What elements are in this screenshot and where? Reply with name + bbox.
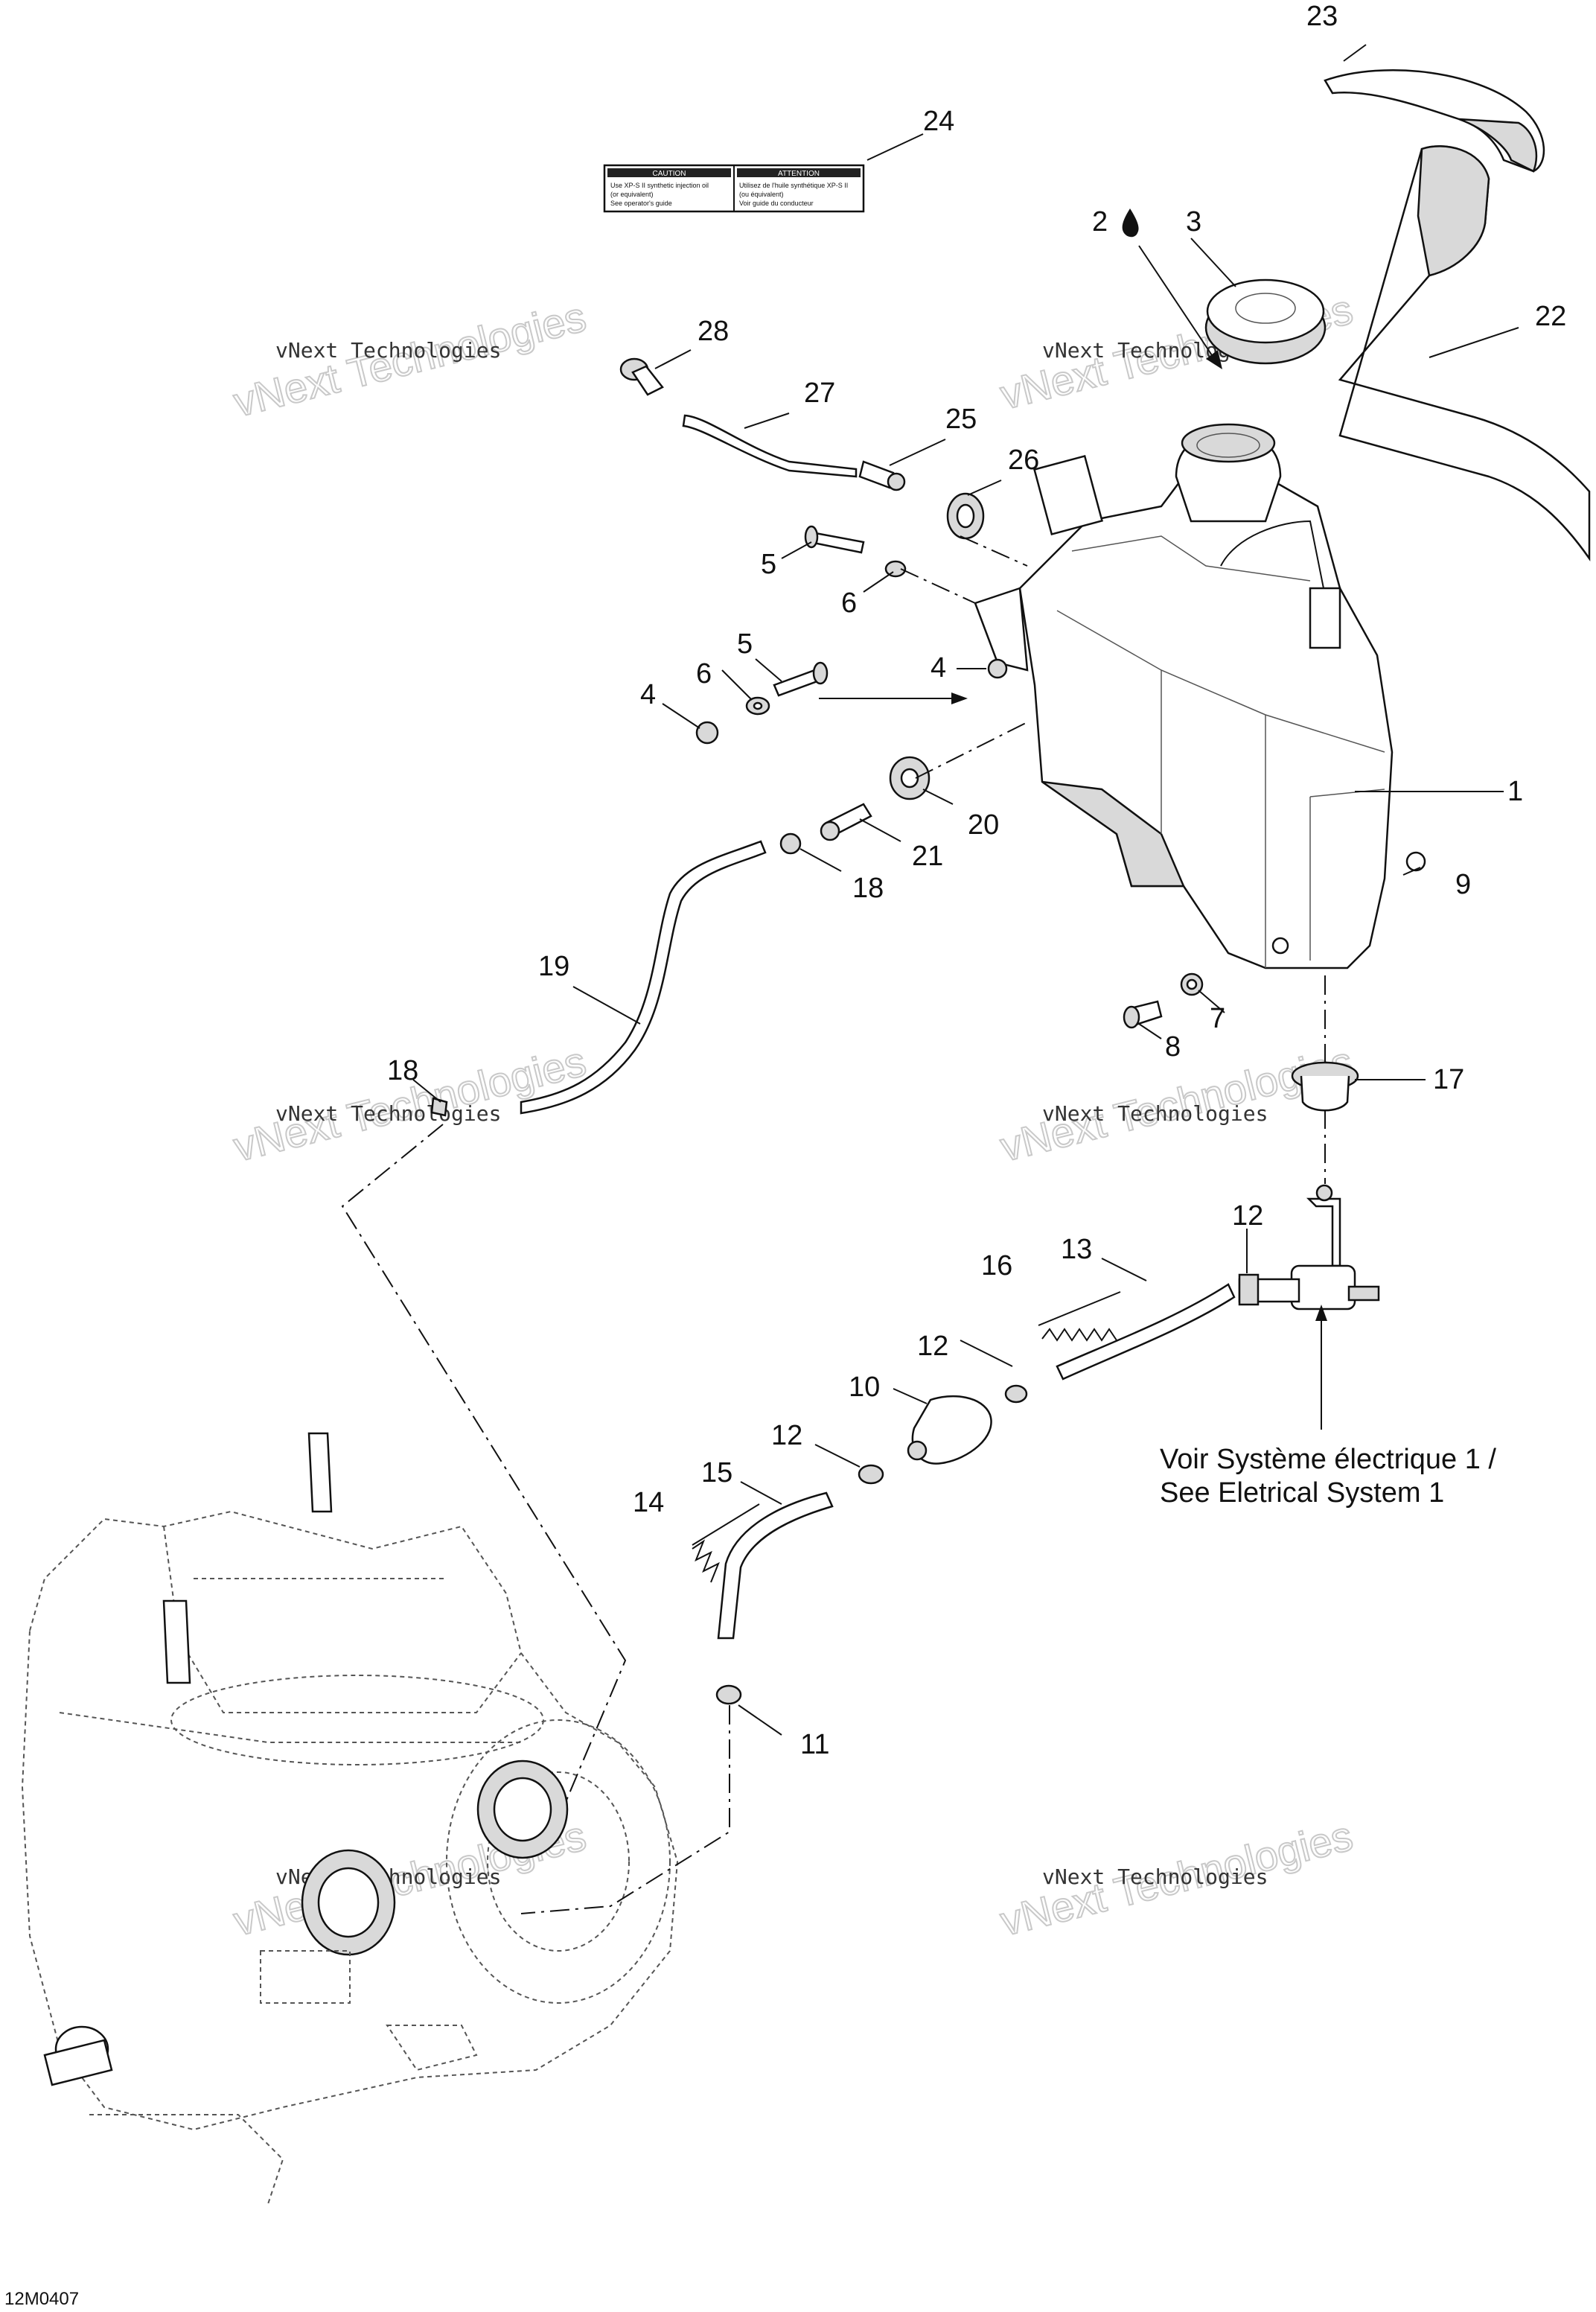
part-4-nut-lower — [695, 721, 719, 745]
watermark-text: vNext Technologies — [275, 1101, 501, 1126]
part-5-bolt-lower — [773, 661, 829, 697]
label-16: 16 — [981, 1250, 1012, 1281]
part-4-nut-upper — [987, 658, 1008, 679]
label-12-right: 12 — [1232, 1200, 1263, 1232]
part-15-hose — [717, 1491, 834, 1640]
part-26-grommet — [946, 492, 985, 540]
label-24: 24 — [923, 106, 954, 137]
label-21: 21 — [912, 841, 943, 872]
part-13-hose — [1056, 1283, 1236, 1380]
label-12-left: 12 — [771, 1420, 802, 1451]
watermark-text: vNext Technologies — [1042, 1101, 1268, 1126]
part-25-fitting — [858, 460, 906, 491]
label-3: 3 — [1186, 206, 1201, 238]
decal-right-line2: (ou équivalent) — [739, 191, 784, 198]
note-line-1: Voir Système électrique 1 / — [1160, 1444, 1496, 1475]
label-17: 17 — [1433, 1064, 1464, 1095]
watermark-bottom-right: vNext Technologies vNext Technologies — [995, 1811, 1358, 1945]
part-9-clip — [1405, 851, 1426, 872]
decal-left-title: CAUTION — [653, 170, 686, 178]
part-14-spring — [692, 1503, 760, 1583]
label-27: 27 — [804, 378, 835, 409]
part-7-washer — [1180, 972, 1204, 996]
part-16-spring — [1038, 1291, 1121, 1342]
label-22: 22 — [1535, 301, 1566, 332]
label-4-upper: 4 — [931, 652, 946, 684]
part-18-clamp-upper — [779, 832, 802, 855]
label-1: 1 — [1507, 776, 1523, 807]
label-15: 15 — [701, 1457, 732, 1488]
decal-right-line3: Voir guide du conducteur — [739, 200, 814, 207]
decal-right-line1: Utilisez de l'huile synthétique XP-S II — [739, 182, 848, 189]
leader-lines — [412, 44, 1519, 1736]
label-19: 19 — [538, 951, 569, 982]
label-9: 9 — [1455, 869, 1471, 900]
arrow-2-to-filler — [1138, 245, 1222, 369]
part-6-washer-upper — [884, 560, 907, 578]
label-2: 2 — [1092, 206, 1108, 238]
decal-left-line2: (or equivalent) — [610, 191, 654, 198]
label-11: 11 — [800, 1729, 829, 1760]
part-22-panel — [1338, 145, 1591, 561]
label-6-upper: 6 — [841, 587, 857, 619]
note-line-2: See Eletrical System 1 — [1160, 1477, 1444, 1509]
part-21-fitting — [820, 803, 872, 841]
part-20-grommet — [889, 756, 931, 800]
label-12-middle: 12 — [917, 1331, 948, 1362]
label-10: 10 — [849, 1372, 880, 1403]
label-6-lower: 6 — [696, 658, 712, 690]
watermark-text: vNext Technologies — [1042, 1864, 1268, 1889]
arrow-to-tank — [819, 692, 968, 704]
diagram-code: 12M0407 — [4, 2289, 79, 2309]
part-23-deflector — [1324, 69, 1545, 173]
label-25: 25 — [945, 404, 977, 435]
part-28-vent-valve — [619, 357, 664, 396]
part-8-bolt — [1123, 1000, 1163, 1029]
part-3-cap — [1204, 278, 1327, 365]
label-13: 13 — [1061, 1234, 1092, 1265]
watermark-text: vNext Technologies — [275, 338, 501, 363]
part-10-filter — [907, 1395, 992, 1465]
watermark-top-left: vNext Technologies vNext Technologies — [229, 292, 591, 426]
electrical-system-note: Voir Système électrique 1 / See Eletrica… — [1160, 1444, 1496, 1509]
oil-drop-icon — [1122, 208, 1139, 238]
decal-left-line1: Use XP-S II synthetic injection oil — [610, 182, 709, 189]
label-7: 7 — [1210, 1003, 1225, 1034]
label-14: 14 — [633, 1487, 664, 1518]
part-12-clamp-left — [858, 1464, 884, 1485]
label-8: 8 — [1165, 1031, 1181, 1063]
part-12-clamp-right — [1238, 1273, 1260, 1306]
label-5-upper: 5 — [761, 549, 776, 580]
part-6-washer-lower — [745, 696, 770, 716]
label-5-lower: 5 — [737, 628, 753, 660]
label-23: 23 — [1306, 1, 1338, 32]
decal-right-title: ATTENTION — [778, 170, 820, 178]
part-19-oil-hose — [520, 840, 767, 1115]
label-18-upper: 18 — [852, 873, 884, 904]
label-26: 26 — [1008, 445, 1039, 476]
label-28: 28 — [698, 316, 729, 347]
label-20: 20 — [968, 809, 999, 841]
arrow-electrical-system — [1315, 1305, 1327, 1430]
part-27-vent-hose — [682, 414, 858, 478]
engine-assembly — [21, 1432, 679, 2205]
oil-pump-assembly — [1238, 1184, 1380, 1311]
part-24-decal: CAUTION ATTENTION Use XP-S II synthetic … — [603, 164, 865, 213]
label-4-lower: 4 — [640, 679, 656, 710]
part-12-clamp-middle — [1004, 1384, 1028, 1404]
part-17-grommet — [1291, 1061, 1359, 1112]
part-1-oil-tank — [974, 423, 1394, 969]
decal-left-line3: See operator's guide — [610, 200, 672, 207]
part-18-clamp-lower — [430, 1097, 448, 1117]
part-labels: 23 24 2 3 22 28 27 25 26 5 6 5 4 6 4 1 2… — [387, 1, 1566, 1760]
part-11-clamp — [715, 1684, 742, 1705]
label-18-lower: 18 — [387, 1055, 418, 1086]
leader-lines-dashed — [341, 535, 1326, 1914]
part-5-bolt-upper — [804, 525, 865, 554]
